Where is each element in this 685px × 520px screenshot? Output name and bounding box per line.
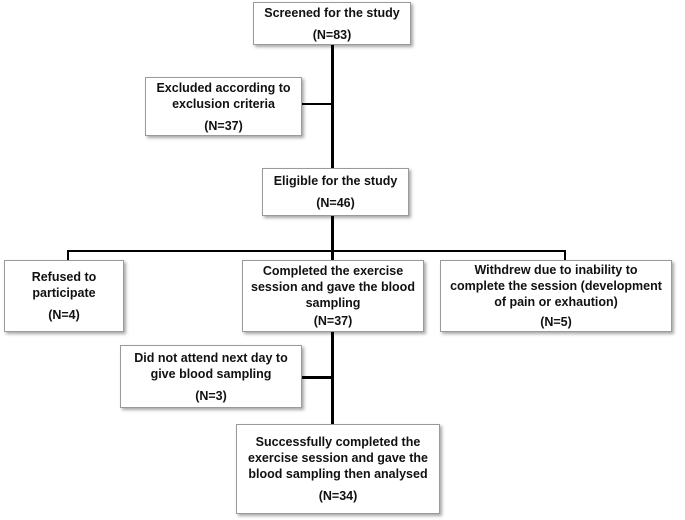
connector-to-did-not-attend [301, 376, 333, 379]
withdrew-line2: complete the session (development [450, 279, 662, 293]
successfully-completed-line3: blood sampling then analysed [248, 467, 428, 481]
did-not-attend-line2: give blood sampling [150, 366, 272, 381]
successfully-completed-box: Successfully completed the exercise sess… [236, 424, 440, 514]
eligible-box: Eligible for the study (N=46) [262, 168, 409, 216]
excluded-count: (N=37) [204, 118, 243, 133]
completed-session-line2: session and gave the blood [251, 280, 415, 294]
refused-line2: participate [32, 286, 96, 300]
connector-to-excluded [301, 103, 333, 105]
connector-horizontal-split [67, 250, 566, 252]
successfully-completed-line1: Successfully completed the [255, 435, 421, 449]
excluded-line1: Excluded according to [156, 80, 291, 95]
connector-screened-to-eligible [331, 44, 334, 168]
completed-session-count: (N=37) [313, 314, 353, 328]
connector-to-completed [331, 250, 334, 260]
withdrew-line1: Withdrew due to inability to [474, 263, 638, 277]
excluded-line2: exclusion criteria [172, 96, 275, 111]
withdrew-box: Withdrew due to inability to complete th… [440, 260, 672, 332]
withdrew-line3: of pain or exhaution) [494, 295, 618, 309]
refused-line1: Refused to [31, 270, 97, 284]
connector-eligible-down [331, 216, 334, 251]
successfully-completed-line2: exercise session and gave the [248, 451, 428, 465]
completed-session-box: Completed the exercise session and gave … [242, 260, 424, 332]
refused-box: Refused to participate (N=4) [4, 260, 124, 332]
did-not-attend-count: (N=3) [195, 388, 227, 403]
screened-count: (N=83) [312, 27, 352, 42]
excluded-box: Excluded according to exclusion criteria… [145, 77, 302, 136]
refused-count: (N=4) [48, 308, 80, 322]
completed-session-line3: sampling [305, 296, 361, 310]
withdrew-count: (N=5) [540, 315, 572, 329]
screened-title: Screened for the study [264, 5, 400, 20]
connector-to-refused [67, 250, 69, 260]
successfully-completed-count: (N=34) [318, 489, 358, 503]
eligible-title: Eligible for the study [273, 174, 398, 188]
eligible-count: (N=46) [316, 196, 355, 210]
did-not-attend-line1: Did not attend next day to [134, 350, 288, 365]
completed-session-line1: Completed the exercise [262, 264, 404, 278]
did-not-attend-box: Did not attend next day to give blood sa… [120, 345, 302, 408]
screened-box: Screened for the study (N=83) [253, 2, 411, 45]
connector-to-withdrew [564, 250, 566, 260]
